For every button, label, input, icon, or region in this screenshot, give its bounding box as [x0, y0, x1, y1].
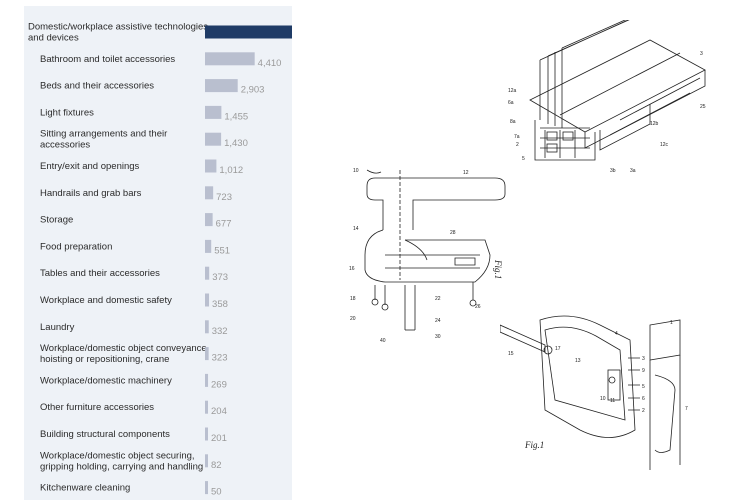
svg-text:11: 11: [610, 398, 615, 404]
svg-text:3: 3: [642, 356, 645, 362]
bar: [205, 25, 292, 39]
category-label: Domestic/workplace assistive technologie…: [28, 22, 208, 44]
category-label: Workplace/domestic object securing,gripp…: [40, 450, 203, 472]
value-label: 1,012: [219, 165, 243, 176]
svg-text:16: 16: [349, 266, 355, 272]
bar: [205, 320, 209, 334]
svg-text:12: 12: [463, 170, 469, 176]
bar: [205, 52, 255, 66]
value-label: 723: [216, 192, 232, 203]
svg-text:40: 40: [380, 338, 386, 344]
bar: [205, 373, 209, 387]
bar: [205, 159, 217, 173]
bar: [205, 132, 222, 146]
value-label: 358: [212, 299, 228, 310]
bar: [205, 347, 209, 361]
svg-text:5: 5: [522, 156, 525, 162]
svg-text:6: 6: [642, 396, 645, 402]
svg-text:3: 3: [700, 51, 703, 57]
bar: [205, 105, 222, 119]
svg-text:12c: 12c: [660, 142, 669, 148]
category-label: Other furniture accessories: [40, 402, 154, 413]
bar: [205, 79, 238, 93]
bar: [205, 213, 213, 227]
svg-text:22: 22: [435, 296, 441, 302]
patent-drawing-lever-handle: 10 12 14 16 18 20 28 22 24 30 26 40 Fig.1: [349, 168, 506, 344]
value-label: 201: [211, 433, 227, 444]
svg-text:7: 7: [685, 406, 688, 412]
category-label: Handrails and grab bars: [40, 188, 142, 199]
category-label: Food preparation: [40, 241, 112, 252]
svg-text:10: 10: [353, 168, 359, 174]
bar: [205, 427, 208, 441]
category-label: Workplace/domestic machinery: [40, 375, 172, 386]
category-label: Light fixtures: [40, 107, 94, 118]
svg-text:13: 13: [575, 358, 581, 364]
value-label: 2,903: [241, 85, 265, 96]
value-label: 551: [214, 245, 230, 256]
svg-text:17: 17: [555, 346, 561, 352]
value-label: 677: [216, 219, 232, 230]
svg-text:26: 26: [475, 304, 481, 310]
svg-text:6a: 6a: [508, 100, 514, 106]
value-label: 4,410: [258, 58, 282, 69]
svg-text:28: 28: [450, 230, 456, 236]
value-label: 269: [211, 379, 227, 390]
value-label: 323: [212, 353, 228, 364]
category-label: Tables and their accessories: [40, 268, 160, 279]
value-label: 82: [211, 460, 222, 471]
category-label: Workplace/domestic object conveyance,hoi…: [40, 343, 209, 365]
bar: [205, 454, 208, 468]
bar: [205, 266, 210, 280]
category-label: Laundry: [40, 322, 75, 333]
svg-text:2: 2: [642, 408, 645, 414]
value-label: 1,430: [224, 138, 248, 149]
svg-text:30: 30: [435, 334, 441, 340]
bar: [205, 186, 214, 200]
value-label: 204: [211, 406, 227, 417]
value-label: 50: [211, 487, 222, 498]
category-label: Beds and their accessories: [40, 81, 154, 92]
bar: [205, 400, 208, 414]
svg-text:5: 5: [642, 384, 645, 390]
value-label: 373: [212, 272, 228, 283]
chart-panel: Domestic/workplace assistive technologie…: [24, 6, 292, 500]
svg-text:4: 4: [615, 331, 618, 337]
value-label: 1,455: [224, 111, 248, 122]
svg-text:12b: 12b: [650, 121, 659, 127]
svg-text:14: 14: [353, 226, 359, 232]
svg-text:8a: 8a: [510, 119, 516, 125]
svg-text:20: 20: [350, 316, 356, 322]
svg-text:3a: 3a: [630, 168, 636, 174]
svg-text:15: 15: [508, 351, 514, 357]
svg-text:24: 24: [435, 318, 441, 324]
fig1-label: Fig.1: [524, 440, 544, 450]
svg-text:3b: 3b: [610, 168, 616, 174]
svg-text:12a: 12a: [508, 88, 517, 94]
bar: [205, 481, 208, 495]
category-label: Workplace and domestic safety: [40, 295, 172, 306]
svg-text:1: 1: [670, 320, 673, 326]
category-label: Kitchenware cleaning: [40, 483, 130, 494]
category-label: Bathroom and toilet accessories: [40, 54, 175, 65]
value-label: 332: [212, 326, 228, 337]
svg-text:18: 18: [350, 296, 356, 302]
svg-text:2: 2: [516, 142, 519, 148]
svg-text:25: 25: [700, 104, 706, 110]
svg-text:9: 9: [642, 368, 645, 374]
svg-text:7a: 7a: [514, 134, 520, 140]
bar-chart: Domestic/workplace assistive technologie…: [28, 22, 292, 498]
bar: [205, 239, 212, 253]
category-label: Entry/exit and openings: [40, 161, 140, 172]
bar: [205, 293, 210, 307]
svg-text:10: 10: [600, 396, 606, 402]
category-label: Storage: [40, 215, 73, 226]
category-label: Building structural components: [40, 429, 170, 440]
svg-text:Fig.1: Fig.1: [493, 259, 503, 279]
